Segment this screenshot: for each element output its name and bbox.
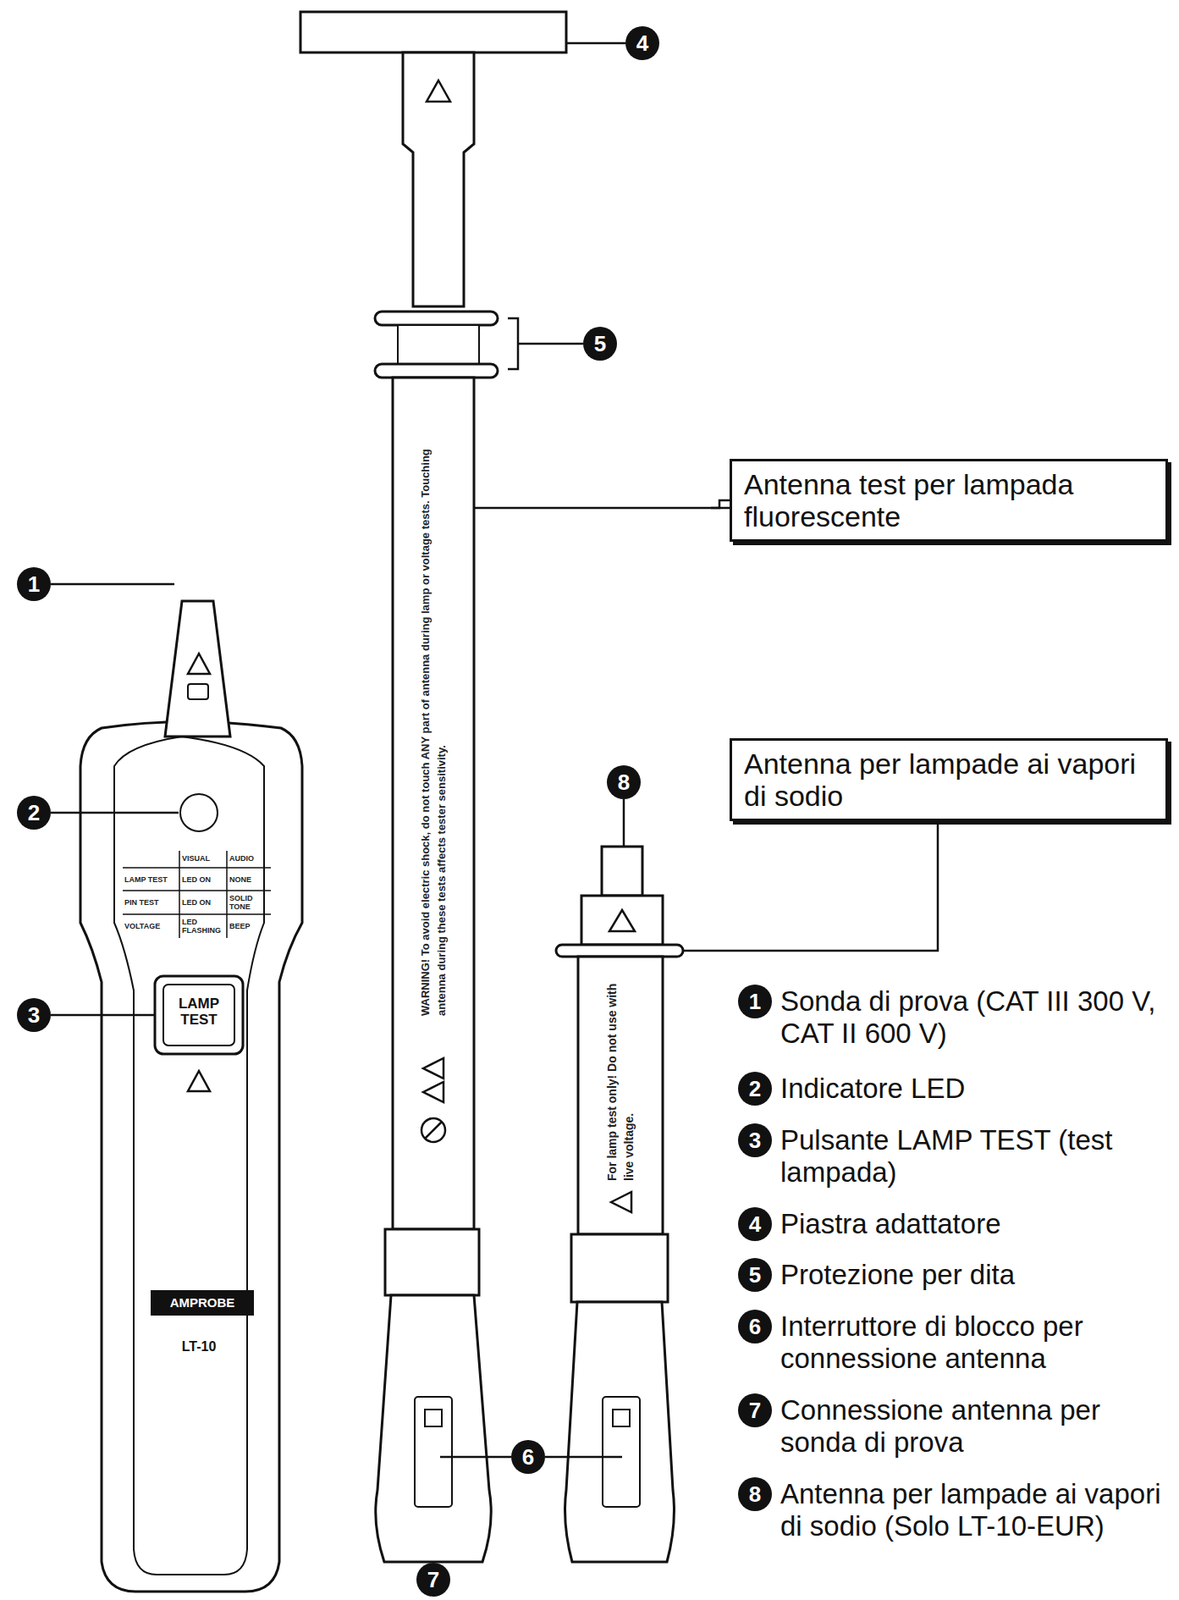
table-cell: LAMP TEST xyxy=(124,875,179,884)
fluorescent-antenna-tube xyxy=(392,377,474,1229)
callout-box: Antenna per lampade ai vapori di sodio xyxy=(729,738,1168,821)
callout-number: 7 xyxy=(416,1562,451,1597)
antenna-grip xyxy=(385,1228,480,1295)
callout-number: 4 xyxy=(625,26,660,61)
key-text: Protezione per dita xyxy=(780,1258,1172,1291)
callout-number: 8 xyxy=(606,765,641,799)
brand-label: AMPROBE xyxy=(152,1294,253,1310)
leader-line xyxy=(710,500,730,508)
adapter-plate xyxy=(300,11,567,53)
antenna-connector xyxy=(565,1301,675,1562)
warning-triangles xyxy=(187,80,635,1213)
table-cell: SOLID TONE xyxy=(229,893,270,911)
callout-number: 3 xyxy=(16,997,51,1032)
key-text: Piastra adattatore xyxy=(780,1207,1172,1240)
table-cell: NONE xyxy=(229,875,270,884)
table-cell: VISUAL xyxy=(181,853,226,863)
antenna-warning: For lamp test only! Do not use with live… xyxy=(603,960,638,1181)
callout-number: 5 xyxy=(738,1257,772,1292)
callout-number: 3 xyxy=(738,1123,772,1157)
key-text: Interruttore di blocco per connessione a… xyxy=(780,1310,1172,1375)
tester-body xyxy=(80,721,303,1593)
key-text: Connessione antenna per sonda di prova xyxy=(780,1393,1172,1459)
key-text: Sonda di prova (CAT III 300 V, CAT II 60… xyxy=(780,985,1172,1050)
callout-number: 6 xyxy=(511,1439,546,1474)
callout-number: 8 xyxy=(738,1476,772,1511)
table-cell: PIN TEST xyxy=(124,898,179,907)
callout-number: 5 xyxy=(583,326,618,361)
table-cell: LED FLASHING xyxy=(181,917,226,935)
model-label: LT-10 xyxy=(152,1338,246,1355)
callout-number: 6 xyxy=(738,1309,772,1344)
table-cell: LED ON xyxy=(181,875,226,884)
button-label: LAMP TEST xyxy=(165,995,233,1028)
callout-number: 7 xyxy=(738,1393,772,1427)
callout-number: 1 xyxy=(738,984,772,1019)
sodium-tip xyxy=(601,846,643,896)
table-cell: LED ON xyxy=(181,898,226,907)
probe-tip xyxy=(165,600,231,737)
table-cell: BEEP xyxy=(229,921,270,931)
callout-number: 4 xyxy=(738,1206,772,1241)
sodium-antenna-tube xyxy=(578,956,663,1235)
antenna-neck xyxy=(402,52,474,307)
callout-number: 2 xyxy=(16,795,51,830)
table-cell: AUDIO xyxy=(229,853,270,863)
lamp-test-button xyxy=(154,975,243,1054)
led-indicator xyxy=(180,793,218,832)
leader-lines xyxy=(50,43,730,1457)
callout-box: Antenna test per lampada fluorescente xyxy=(729,458,1168,542)
antenna-grip xyxy=(571,1234,668,1302)
callout-number: 2 xyxy=(738,1071,772,1106)
key-text: Antenna per lampade ai vapori di sodio (… xyxy=(780,1477,1172,1543)
finger-guard xyxy=(556,944,684,957)
brand-plate xyxy=(150,1289,254,1316)
callout-number: 1 xyxy=(16,567,51,601)
finger-guard xyxy=(374,363,498,378)
antenna-connector xyxy=(375,1294,491,1562)
key-text: Pulsante LAMP TEST (test lampada) xyxy=(780,1123,1172,1189)
table-cell: VOLTAGE xyxy=(124,921,179,931)
box-label: Antenna per lampade ai vapori di sodio xyxy=(743,747,1154,812)
box-label: Antenna test per lampada fluorescente xyxy=(743,468,1154,533)
finger-guard xyxy=(374,311,498,326)
leader-line xyxy=(683,820,938,951)
antenna-warning: WARNING! To avoid electric shock, do not… xyxy=(417,423,450,1016)
mode-table-grid xyxy=(122,850,271,938)
key-text: Indicatore LED xyxy=(780,1072,1172,1105)
